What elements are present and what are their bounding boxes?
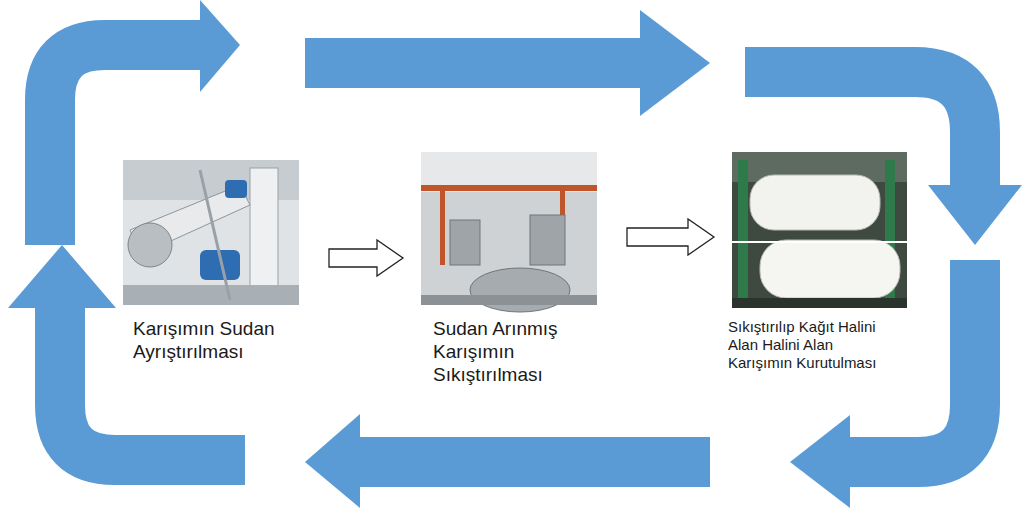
step-label: Sudan Arınmış Karışımın Sıkıştırılması [433,318,595,386]
arrow-head [928,185,1022,245]
process-step: Sıkıştırılıp Kağıt Halini Alan Halini Al… [732,152,907,372]
press-hall-photo [421,152,597,312]
arrow-head [305,414,360,508]
separator-photo [123,160,299,305]
step-label: Karışımın Sudan Ayrıştırılması [133,318,275,364]
photo-slot [732,152,907,308]
arrow-head [200,0,240,92]
process-step: Sudan Arınmış Karışımın Sıkıştırılması [421,152,597,386]
cycle-arrow [355,437,710,487]
arrow-head [790,415,850,508]
arrow-head [8,245,116,308]
cycle-arrow [305,38,645,88]
flow-arrow [627,219,714,255]
process-step: Karışımın Sudan Ayrıştırılması [123,160,299,364]
arrow-head [640,10,710,116]
photo-slot [421,152,597,305]
flow-arrow [329,240,403,276]
step-label: Sıkıştırılıp Kağıt Halini Alan Halini Al… [728,318,880,372]
paper-machine-photo [732,152,907,308]
photo-slot [123,160,299,305]
